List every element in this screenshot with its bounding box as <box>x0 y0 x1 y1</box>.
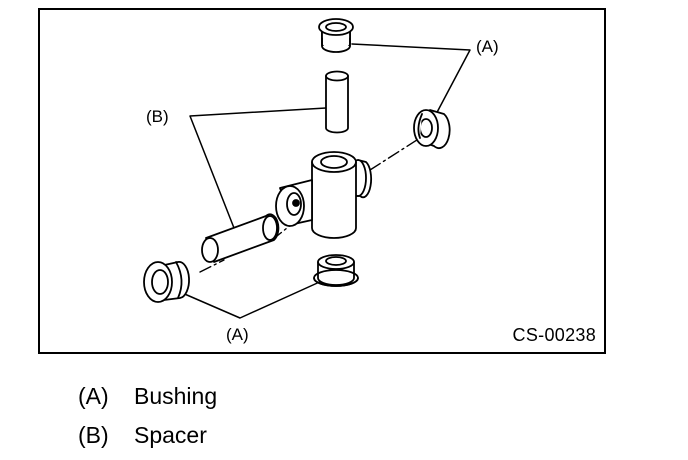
callout-a-top: (A) <box>476 37 499 56</box>
figure-id: CS-00238 <box>512 325 596 345</box>
exploded-diagram: (A) (B) (A) CS-00238 <box>38 8 606 354</box>
parts-drawing <box>143 18 471 319</box>
bushing-right <box>413 109 451 149</box>
bushing-lower-right <box>313 254 359 287</box>
tube-housing <box>275 151 373 239</box>
bushing-top <box>318 18 354 53</box>
legend-item-bushing: (A) Bushing <box>78 383 217 409</box>
legend-item-spacer: (B) Spacer <box>78 422 207 448</box>
spacer-lower <box>201 213 280 263</box>
legend-key: (A) <box>78 383 109 409</box>
legend-label: Spacer <box>134 422 207 448</box>
leader-lines <box>179 43 471 319</box>
callout-a-bottom: (A) <box>226 325 249 344</box>
callout-b: (B) <box>146 107 169 126</box>
bushing-lower-left <box>143 261 190 303</box>
legend-key: (B) <box>78 422 109 448</box>
spacer-upper <box>325 70 349 134</box>
legend-label: Bushing <box>134 383 218 409</box>
